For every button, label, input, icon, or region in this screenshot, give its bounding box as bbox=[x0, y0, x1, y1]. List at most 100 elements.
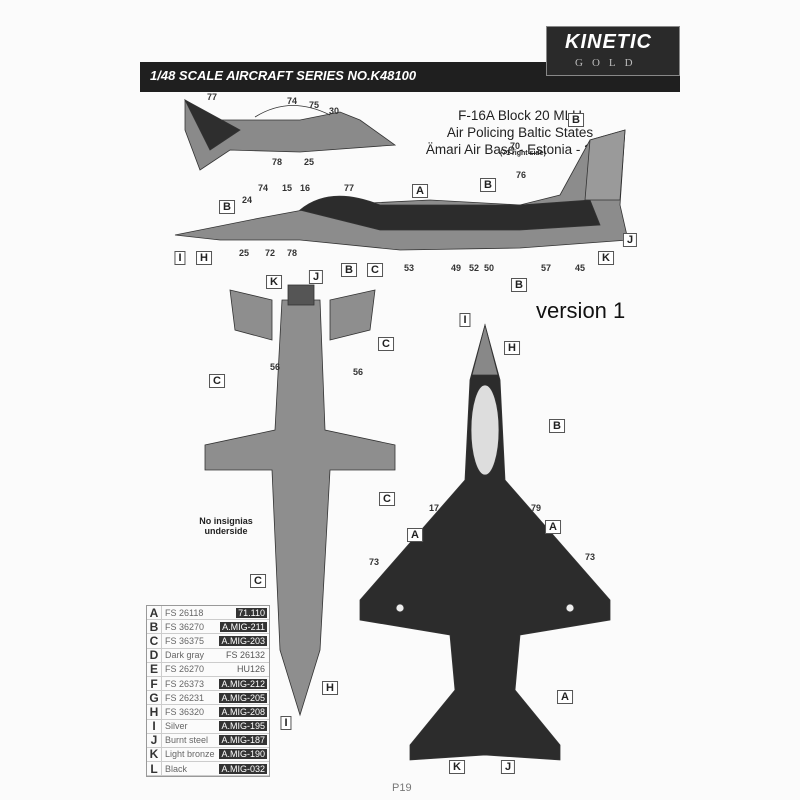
color-name: FS 26270 bbox=[165, 664, 205, 675]
paint-code: A.MIG-203 bbox=[219, 635, 267, 646]
page-number: P19 bbox=[392, 782, 412, 794]
color-name: FS 36320 bbox=[165, 706, 205, 717]
decal-number-callout: 78 bbox=[286, 248, 298, 258]
color-letter: A bbox=[147, 605, 162, 620]
paint-code: FS 26132 bbox=[225, 650, 265, 661]
decal-number-callout: 70 bbox=[509, 141, 521, 151]
color-letter-callout: A bbox=[412, 184, 428, 198]
color-letter-callout: H bbox=[196, 251, 212, 265]
decal-number-callout: 16 bbox=[299, 183, 311, 193]
decal-number-callout: 79 bbox=[530, 503, 542, 513]
color-letter-callout: A bbox=[545, 520, 561, 534]
title-line: Ämari Air Base - Estonia - 2016 bbox=[425, 142, 615, 157]
color-letter: K bbox=[147, 747, 162, 762]
color-letter: L bbox=[147, 761, 162, 776]
color-letter-callout: I bbox=[174, 251, 186, 265]
decal-number-callout: 53 bbox=[403, 263, 415, 273]
color-letter-callout: J bbox=[308, 270, 324, 284]
paint-code: A.MIG-208 bbox=[219, 706, 267, 717]
color-name: Light bronze bbox=[165, 749, 215, 760]
decal-number-callout: 56 bbox=[269, 362, 281, 372]
paint-code: A.MIG-187 bbox=[219, 735, 267, 746]
color-letter-callout: B bbox=[219, 200, 235, 214]
version-label: version 1 bbox=[536, 298, 626, 323]
decal-number-callout: 56 bbox=[352, 367, 364, 377]
decal-number-callout: 74 bbox=[286, 96, 298, 106]
decal-number-callout: 17 bbox=[428, 503, 440, 513]
color-name: Dark gray bbox=[165, 650, 205, 661]
color-letter: F bbox=[147, 676, 162, 691]
color-letter-callout: C bbox=[250, 574, 266, 588]
decal-number-callout: 76 bbox=[515, 170, 527, 180]
color-letter: I bbox=[147, 719, 162, 734]
decal-number-callout: 52 bbox=[468, 263, 480, 273]
color-letter-callout: H bbox=[504, 341, 520, 355]
paint-code: A.MIG-212 bbox=[219, 678, 267, 689]
color-name: Silver bbox=[165, 721, 188, 732]
color-letter: D bbox=[147, 648, 162, 663]
color-letter-callout: H bbox=[322, 681, 338, 695]
color-name: FS 26118 bbox=[165, 607, 204, 618]
decal-number-callout: 49 bbox=[450, 263, 462, 273]
decal-number-callout: 25 bbox=[303, 157, 315, 167]
color-name: FS 26231 bbox=[165, 692, 205, 703]
top-view bbox=[359, 323, 611, 761]
color-letter-callout: C bbox=[379, 492, 395, 506]
paint-code: A.MIG-211 bbox=[220, 621, 267, 632]
color-letter: C bbox=[147, 633, 162, 648]
decal-number-callout: 45 bbox=[574, 263, 586, 273]
color-letter-callout: B bbox=[568, 113, 584, 127]
side-view bbox=[174, 129, 629, 251]
color-letter: H bbox=[147, 704, 162, 719]
decal-number-callout: 75 bbox=[308, 100, 320, 110]
color-letter-callout: B bbox=[480, 178, 496, 192]
color-letter-callout: C bbox=[367, 263, 383, 277]
title-line: F-16A Block 20 MLU bbox=[458, 108, 582, 123]
color-name: FS 26373 bbox=[165, 678, 205, 689]
decal-number-callout: 78 bbox=[271, 157, 283, 167]
color-name: FS 36270 bbox=[165, 621, 205, 632]
color-name: Burnt steel bbox=[165, 735, 209, 746]
color-letter: G bbox=[147, 690, 162, 705]
decal-number-callout: 30 bbox=[328, 106, 340, 116]
color-letter-callout: I bbox=[280, 716, 292, 730]
color-letter: J bbox=[147, 733, 162, 748]
color-letter-callout: B bbox=[511, 278, 527, 292]
series-number: 1/48 SCALE AIRCRAFT SERIES NO.K48100 bbox=[150, 68, 417, 83]
color-letter-callout: K bbox=[449, 760, 465, 774]
decal-number-callout: 72 bbox=[264, 248, 276, 258]
decal-number-callout: 73 bbox=[584, 552, 596, 562]
color-letter-callout: B bbox=[549, 419, 565, 433]
color-letter-callout: K bbox=[266, 275, 282, 289]
color-letter-callout: J bbox=[500, 760, 516, 774]
color-letter-callout: K bbox=[598, 251, 614, 265]
paint-code: A.MIG-032 bbox=[219, 763, 267, 774]
logo-subtext: GOLD bbox=[575, 57, 642, 69]
underside-note: No insignias underside bbox=[199, 516, 253, 536]
color-letter-callout: A bbox=[407, 528, 423, 542]
decal-number-callout: 25 bbox=[238, 248, 250, 258]
underside-view bbox=[204, 284, 396, 717]
color-letter-callout: A bbox=[557, 690, 573, 704]
title-line: Air Policing Baltic States bbox=[446, 125, 594, 140]
color-name: FS 36375 bbox=[165, 635, 205, 646]
logo-text: KINETIC bbox=[565, 31, 652, 53]
paint-code: A.MIG-195 bbox=[219, 721, 267, 732]
nose-detail-view bbox=[184, 99, 397, 171]
decal-number-callout: 15 bbox=[281, 183, 293, 193]
tail-note: (71 right side) bbox=[500, 150, 546, 157]
color-letter: B bbox=[147, 619, 162, 634]
